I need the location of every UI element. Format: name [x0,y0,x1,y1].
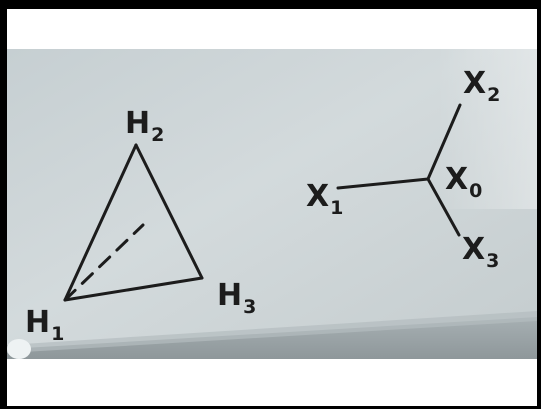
whiteboard-photo: H2 H1 H3 X2 X1 X0 X3 [7,49,537,359]
label-x3: X3 [462,232,499,272]
triangle-hidden-edge [63,223,145,302]
frame-border-top [0,0,541,9]
label-x0: X0 [445,162,482,202]
bond-x1-x0 [336,177,430,190]
label-x1: X1 [306,179,343,219]
board-glare [437,49,537,209]
branch-figure [336,103,462,237]
triangle-figure [63,143,204,302]
label-h3: H3 [217,278,256,318]
board-reflection [7,339,31,359]
frame-border-bottom [0,406,541,409]
bond-x0-x3 [426,177,461,237]
whiteboard-drawing: H2 H1 H3 X2 X1 X0 X3 [7,49,537,359]
frame-border-left [0,0,7,409]
label-h2: H2 [125,106,164,146]
frame-border-right [537,0,541,409]
triangle-edge-h2-h1 [63,143,138,302]
board-ledge-edge [7,311,537,353]
label-h1: H1 [25,305,64,345]
triangle-edge-h2-h3 [134,143,204,280]
label-x2: X2 [463,66,500,106]
bond-x0-x2 [426,103,462,181]
triangle-edge-h1-h3 [63,276,204,302]
